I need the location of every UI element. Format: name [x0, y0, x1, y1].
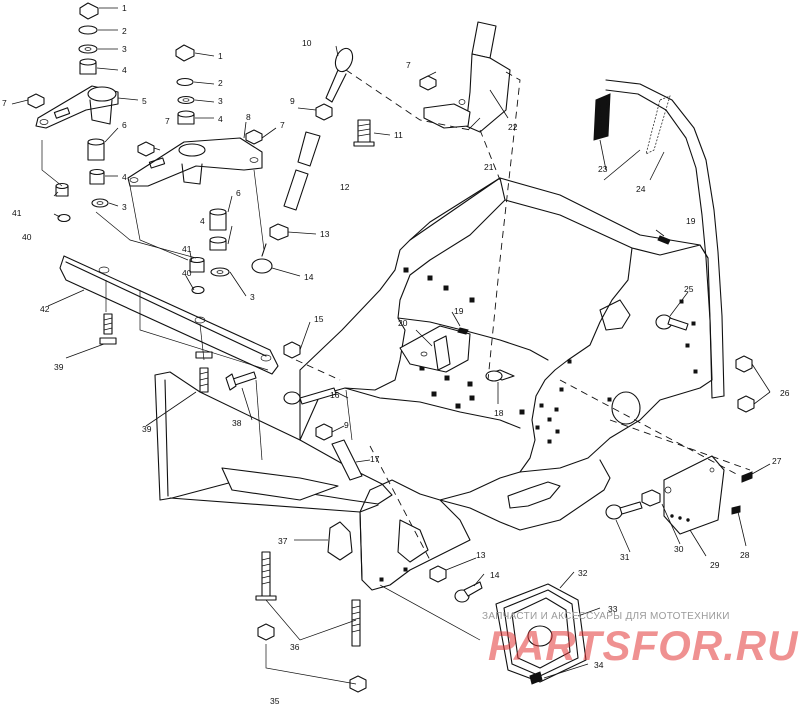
front-cover-plate	[429, 565, 587, 685]
callout-7: 7	[280, 120, 285, 130]
callout-23: 23	[598, 164, 608, 174]
callout-7: 7	[406, 60, 411, 70]
callout-11: 11	[394, 130, 403, 140]
callout-39: 39	[54, 362, 64, 372]
steering-tie-rod	[251, 47, 375, 274]
callout-labels: 1 2 3 4 5 6 4 3 7 1 2 3 4 7 8 7 6 4 41 4…	[2, 3, 790, 705]
callout-4: 4	[200, 216, 205, 226]
callout-9: 9	[344, 420, 349, 430]
callout-33: 33	[608, 604, 618, 614]
callout-3: 3	[122, 44, 127, 54]
callout-31: 31	[620, 552, 630, 562]
callout-27: 27	[772, 456, 782, 466]
callout-3: 3	[122, 202, 127, 212]
callout-15: 15	[314, 314, 324, 324]
callout-2: 2	[218, 78, 223, 88]
callout-12: 12	[340, 182, 350, 192]
callout-leaders	[11, 7, 771, 679]
callout-40: 40	[182, 268, 192, 278]
callout-19: 19	[686, 216, 696, 226]
callout-13: 13	[476, 550, 486, 560]
callout-3: 3	[218, 96, 223, 106]
guide-lines	[41, 69, 751, 685]
callout-3: 3	[250, 292, 255, 302]
callout-6: 6	[236, 188, 241, 198]
watermark-caption: ЗАПЧАСТИ И АКСЕССУАРЫ ДЛЯ МОТОТЕХНИКИ	[482, 611, 730, 622]
watermark-logo: PARTSFOR.RU	[488, 622, 799, 669]
callout-41: 41	[182, 244, 192, 254]
callout-6: 6	[122, 120, 127, 130]
callout-24: 24	[636, 184, 646, 194]
callout-17: 17	[370, 454, 380, 464]
callout-8: 8	[246, 112, 251, 122]
callout-4: 4	[218, 114, 223, 124]
callout-7: 7	[165, 116, 170, 126]
callout-25: 25	[684, 284, 694, 294]
center-brackets	[399, 325, 515, 382]
callout-26: 26	[780, 388, 790, 398]
callout-19: 19	[454, 306, 464, 316]
callout-35: 35	[270, 696, 280, 705]
bumper	[593, 79, 755, 413]
lower-link-bar	[59, 255, 363, 481]
callout-32: 32	[578, 568, 588, 578]
callout-41: 41	[12, 208, 22, 218]
callout-37: 37	[278, 536, 288, 546]
callout-14: 14	[304, 272, 314, 282]
callout-13: 13	[320, 229, 330, 239]
callout-1: 1	[218, 51, 223, 61]
callout-1: 1	[122, 3, 127, 13]
callout-36: 36	[290, 642, 300, 652]
chassis-frame	[154, 177, 713, 591]
callout-38: 38	[232, 418, 242, 428]
callout-42: 42	[40, 304, 50, 314]
callout-18: 18	[494, 408, 504, 418]
lower-fasteners	[255, 551, 367, 693]
callout-9: 9	[290, 96, 295, 106]
callout-16: 16	[330, 390, 340, 400]
right-mount-plate	[605, 455, 753, 535]
callout-10: 10	[302, 38, 312, 48]
callout-14: 14	[490, 570, 500, 580]
callout-34: 34	[594, 660, 604, 670]
callout-7: 7	[2, 98, 7, 108]
middle-pivot-stack	[127, 44, 263, 295]
callout-2: 2	[122, 26, 127, 36]
left-pivot-stack	[27, 2, 119, 223]
callout-30: 30	[674, 544, 684, 554]
callout-5: 5	[142, 96, 147, 106]
callout-22: 22	[508, 122, 518, 132]
callout-21: 21	[484, 162, 494, 172]
callout-20: 20	[398, 318, 408, 328]
callout-29: 29	[710, 560, 720, 570]
steering-post	[419, 21, 511, 133]
callout-4: 4	[122, 172, 127, 182]
callout-4: 4	[122, 65, 127, 75]
callout-39: 39	[142, 424, 152, 434]
callout-28: 28	[740, 550, 750, 560]
callout-40: 40	[22, 232, 32, 242]
